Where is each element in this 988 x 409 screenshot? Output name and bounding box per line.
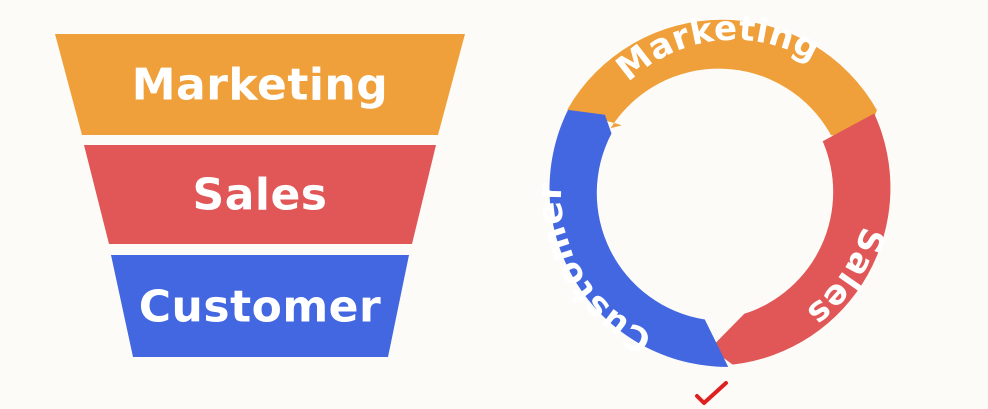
funnel-stage-marketing: Marketing bbox=[55, 34, 465, 135]
cycle-segment-sales bbox=[710, 113, 891, 365]
funnel-stage-sales-label: Sales bbox=[193, 170, 328, 221]
checkmark-icon bbox=[695, 381, 728, 405]
cycle: Marketing Sales Customer bbox=[530, 8, 892, 367]
funnel-stage-customer-label: Customer bbox=[139, 282, 381, 333]
funnel-stage-sales-shape bbox=[84, 145, 436, 244]
funnel-stage-customer-shape bbox=[111, 255, 409, 357]
cycle-segment-marketing bbox=[567, 19, 877, 142]
funnel-stage-marketing-shape bbox=[55, 34, 465, 135]
funnel: Marketing Sales Customer bbox=[55, 34, 465, 357]
funnel-stage-sales: Sales bbox=[84, 145, 436, 244]
cycle-segment-customer bbox=[549, 109, 729, 367]
funnel-stage-marketing-label: Marketing bbox=[132, 60, 389, 111]
funnel-stage-customer: Customer bbox=[111, 255, 409, 357]
